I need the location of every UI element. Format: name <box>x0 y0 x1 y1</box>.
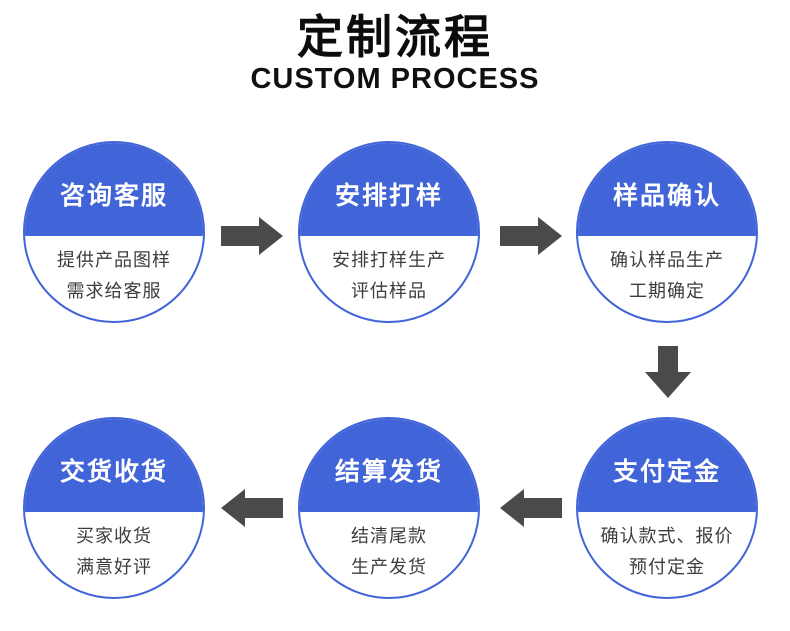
step-title-area: 交货收货 <box>25 419 203 512</box>
step-detail-line: 评估样品 <box>351 280 427 301</box>
step-circle-consult: 咨询客服 提供产品图样 需求给客服 <box>23 141 205 323</box>
step-circle-delivery-receive: 交货收货 买家收货 满意好评 <box>23 417 205 599</box>
page-title: 定制流程 <box>297 11 493 63</box>
step-detail-line: 预付定金 <box>629 556 705 577</box>
step-detail-area: 确认样品生产 工期确定 <box>578 236 756 321</box>
step-detail-area: 安排打样生产 评估样品 <box>300 236 478 321</box>
step-title-area: 结算发货 <box>300 419 478 512</box>
step-detail-line: 买家收货 <box>76 525 152 546</box>
step-circle-sample-confirm: 样品确认 确认样品生产 工期确定 <box>576 141 758 323</box>
left-arrow-icon <box>500 489 562 527</box>
down-arrow-icon <box>645 346 691 398</box>
step-detail-area: 结清尾款 生产发货 <box>300 512 478 597</box>
page-subtitle: CUSTOM PROCESS <box>250 62 540 95</box>
step-title-area: 样品确认 <box>578 143 756 236</box>
step-title: 结算发货 <box>334 457 443 486</box>
step-detail-area: 提供产品图样 需求给客服 <box>25 236 203 321</box>
right-arrow-icon <box>221 217 283 255</box>
step-title-area: 安排打样 <box>300 143 478 236</box>
step-detail-line: 需求给客服 <box>66 280 162 301</box>
step-title-area: 咨询客服 <box>25 143 203 236</box>
step-detail-line: 工期确定 <box>629 280 705 301</box>
step-circle-deposit: 支付定金 确认款式、报价 预付定金 <box>576 417 758 599</box>
step-circle-sampling: 安排打样 安排打样生产 评估样品 <box>298 141 480 323</box>
step-detail-line: 满意好评 <box>76 556 152 577</box>
left-arrow-icon <box>221 489 283 527</box>
step-detail-area: 买家收货 满意好评 <box>25 512 203 597</box>
step-detail-area: 确认款式、报价 预付定金 <box>578 512 756 597</box>
step-title: 安排打样 <box>334 181 443 210</box>
step-detail-line: 提供产品图样 <box>57 249 171 270</box>
step-title: 支付定金 <box>612 457 721 486</box>
step-detail-line: 生产发货 <box>351 556 427 577</box>
step-title: 交货收货 <box>59 457 168 486</box>
step-title: 样品确认 <box>612 181 721 210</box>
right-arrow-icon <box>500 217 562 255</box>
step-circle-settle-ship: 结算发货 结清尾款 生产发货 <box>298 417 480 599</box>
step-title: 咨询客服 <box>59 181 168 210</box>
step-detail-line: 安排打样生产 <box>332 249 446 270</box>
step-detail-line: 结清尾款 <box>351 525 427 546</box>
step-detail-line: 确认样品生产 <box>610 249 724 270</box>
step-title-area: 支付定金 <box>578 419 756 512</box>
diagram-header: 定制流程 CUSTOM PROCESS <box>0 0 790 95</box>
step-detail-line: 确认款式、报价 <box>600 525 734 546</box>
